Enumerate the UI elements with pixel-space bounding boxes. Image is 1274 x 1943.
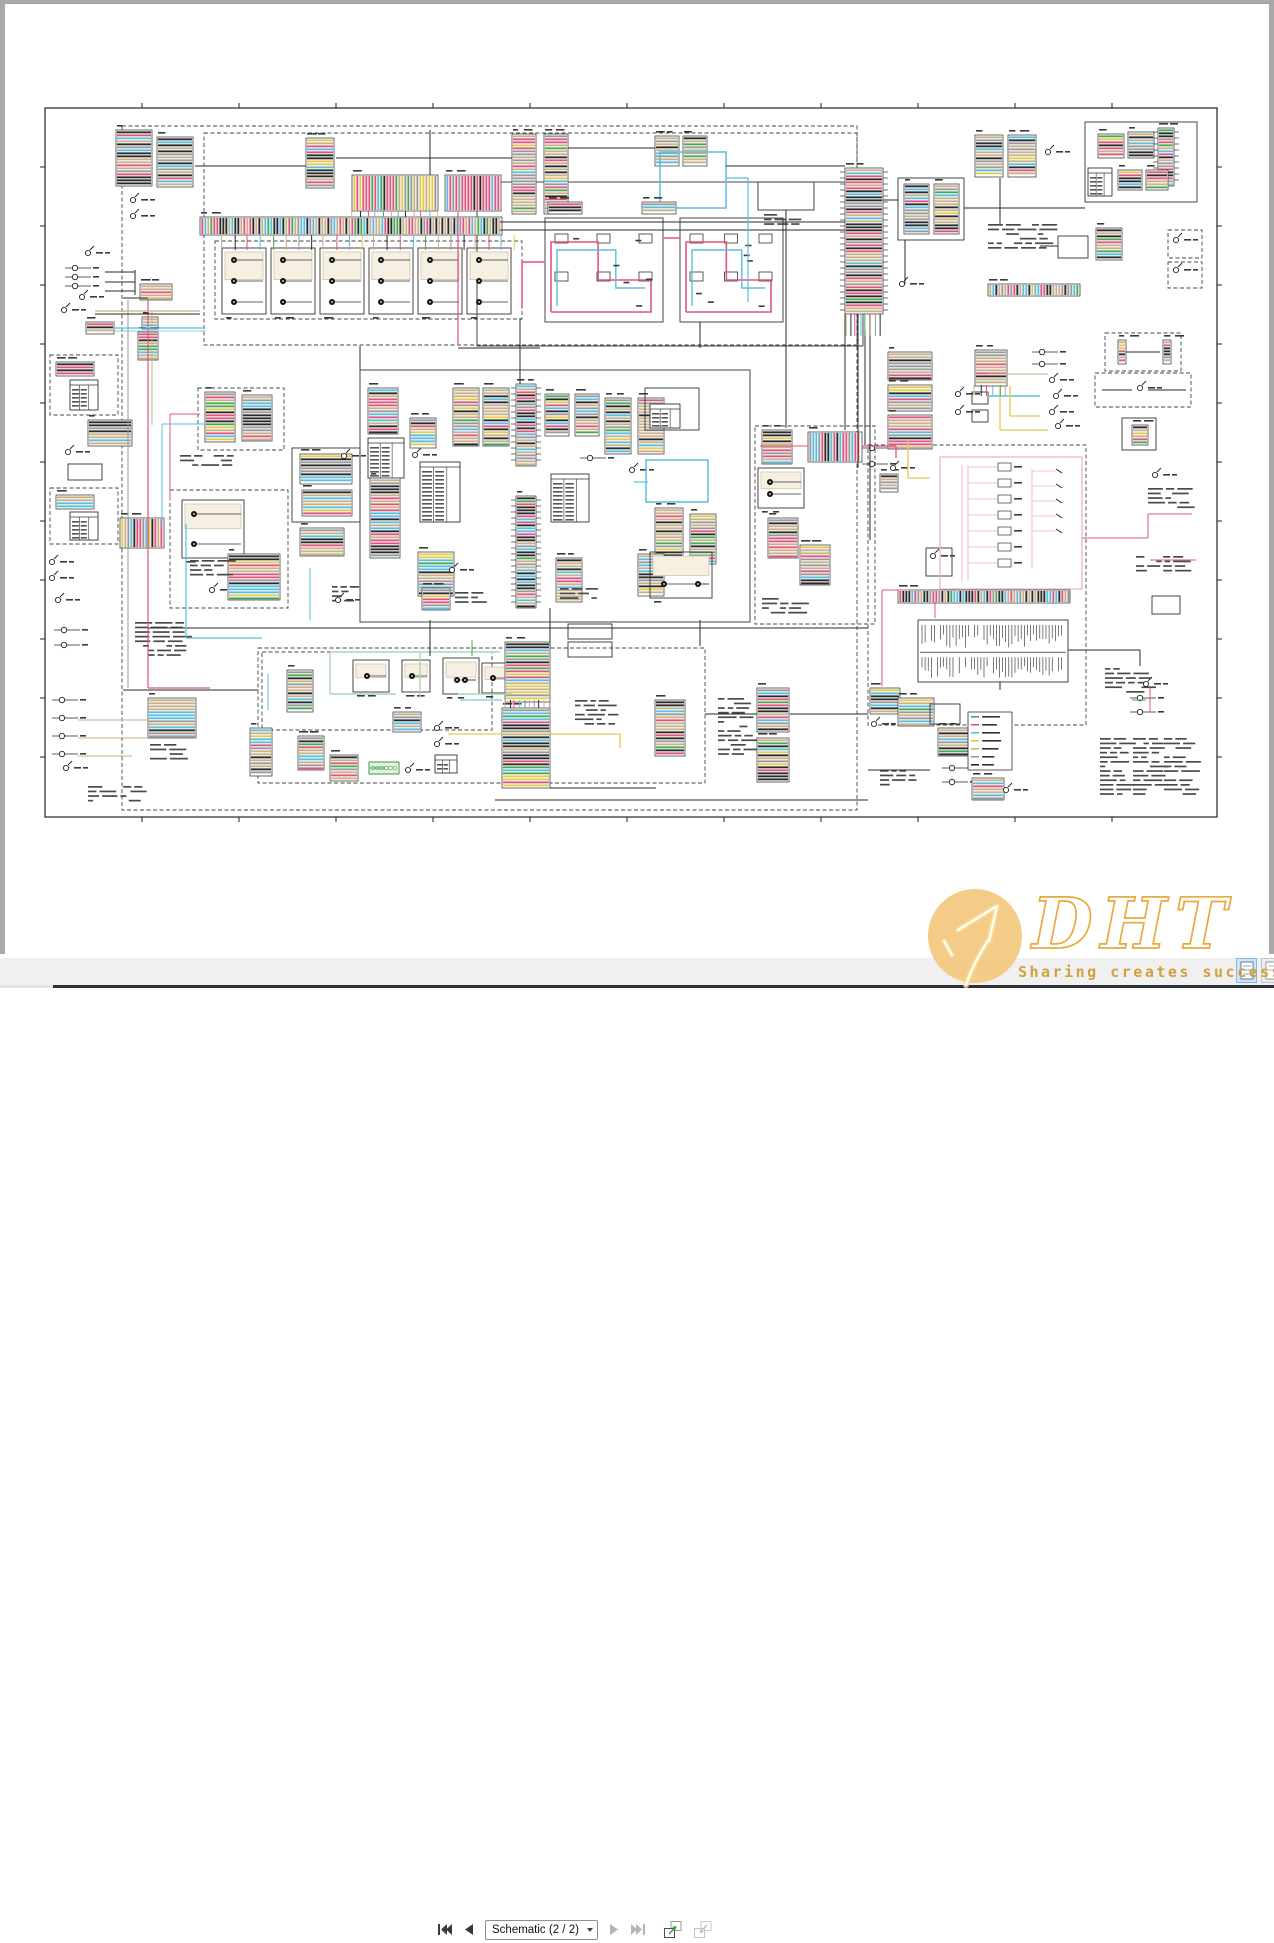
skip-to-first-icon [437, 1923, 453, 1936]
watermark-arrow-icon [928, 889, 1022, 988]
chevron-down-icon [587, 1928, 593, 1932]
next-view-pages-icon [693, 1920, 713, 1939]
previous-view-pages-icon [663, 1920, 683, 1939]
next-page-icon [609, 1923, 620, 1936]
page-select-value: Schematic (2 / 2) [492, 1924, 584, 1936]
schematic-viewer-window: { "toolbar": { "page_select": { "value":… [0, 0, 1274, 988]
page-select-dropdown[interactable]: Schematic (2 / 2) [485, 1920, 598, 1940]
first-page-button[interactable] [437, 1919, 453, 1941]
skip-to-last-icon [630, 1923, 646, 1936]
wiring-schematic-diagram [0, 0, 1274, 988]
watermark-slogan: Sharing creates success [1018, 963, 1274, 981]
watermark-brand: DHT [1028, 878, 1274, 968]
previous-view-button[interactable] [663, 1919, 683, 1941]
next-page-button[interactable] [609, 1919, 620, 1941]
page-navigation-group: Schematic (2 / 2) [432, 1916, 718, 1943]
previous-page-icon [463, 1923, 474, 1936]
watermark-brand-text: DHT [1030, 882, 1235, 965]
last-page-button[interactable] [630, 1919, 646, 1941]
previous-page-button[interactable] [463, 1919, 474, 1941]
next-view-button[interactable] [693, 1919, 713, 1941]
